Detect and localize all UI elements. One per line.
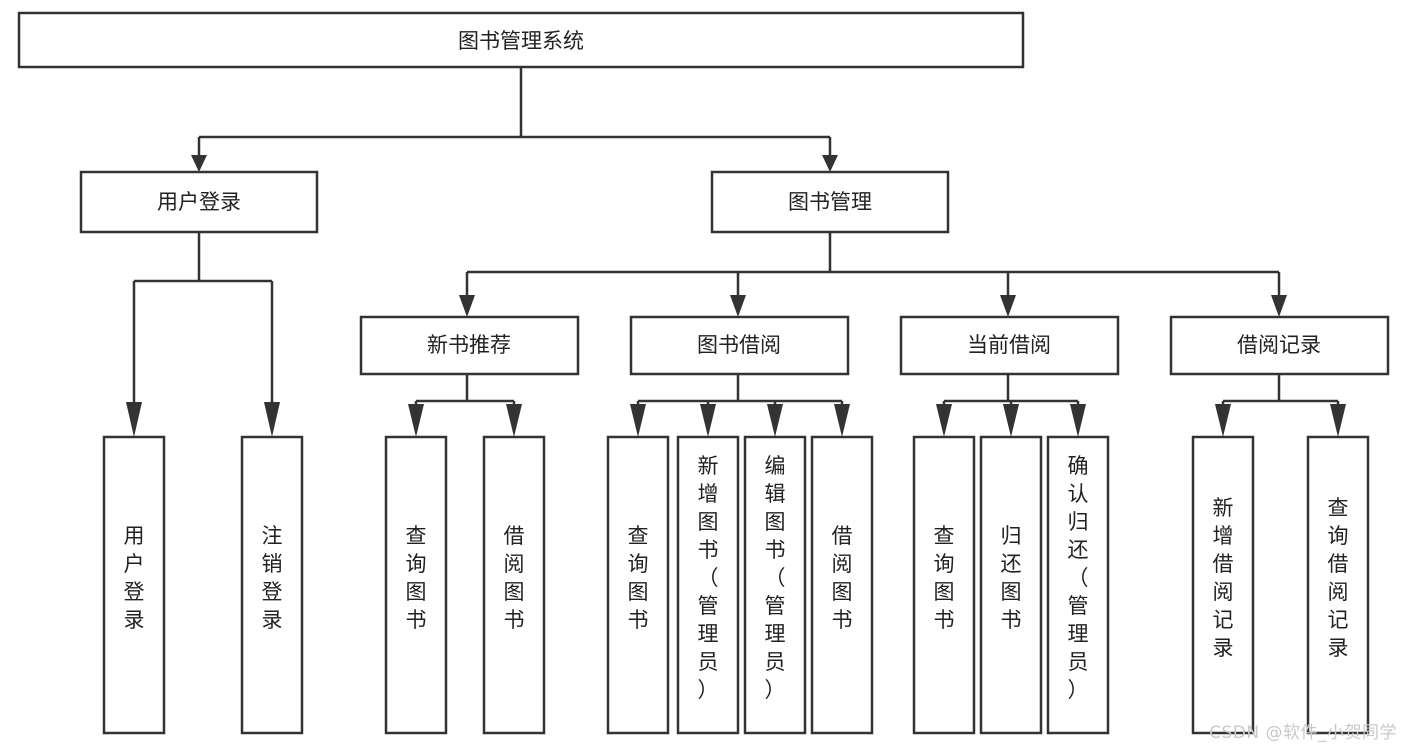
leaf-add-record-label: 新增借阅记录	[1213, 496, 1234, 660]
current-borrow-box[interactable]	[899, 315, 1120, 376]
book-borrow-box[interactable]	[629, 315, 850, 376]
arrow-current-borrow	[1000, 295, 1016, 317]
arrow-book-borrow	[730, 295, 746, 317]
node-leaf-query-book-1[interactable]: 查询图书	[384, 435, 448, 735]
leaf-user-login-label: 用户登录	[124, 524, 145, 632]
node-root[interactable]: 图书管理系统	[17, 11, 1025, 69]
leaf-borrow-book-2-box[interactable]	[810, 435, 874, 735]
leaf-query-book-2-label: 查询图书	[628, 524, 649, 632]
leaf-logout-login-label: 注销登录	[262, 524, 283, 632]
node-leaf-query-record[interactable]: 查询借阅记录	[1306, 435, 1370, 735]
node-leaf-borrow-book-1[interactable]: 借阅图书	[482, 435, 546, 735]
arrow-leaf-return-book	[1003, 404, 1019, 437]
node-current-borrow[interactable]: 当前借阅	[899, 315, 1120, 376]
arrow-borrow-record	[1271, 295, 1287, 317]
node-leaf-confirm-return[interactable]: 确认归还（管理员）	[1046, 435, 1110, 735]
leaf-add-book-box[interactable]	[676, 435, 740, 735]
node-leaf-user-login[interactable]: 用户登录	[102, 435, 166, 735]
new-book-recommend-box[interactable]	[359, 315, 580, 376]
arrow-leaf-query-book-2	[630, 404, 646, 437]
root-box[interactable]	[17, 11, 1025, 69]
leaf-borrow-book-1-label: 借阅图书	[504, 524, 525, 632]
arrow-leaf-logout-login	[264, 402, 280, 437]
leaf-return-book-box[interactable]	[979, 435, 1043, 735]
node-leaf-borrow-book-2[interactable]: 借阅图书	[810, 435, 874, 735]
leaf-query-book-1-box[interactable]	[384, 435, 448, 735]
node-user-login[interactable]: 用户登录	[79, 170, 319, 234]
node-leaf-add-book[interactable]: 新增图书（管理员）	[676, 435, 740, 735]
node-leaf-query-book-3[interactable]: 查询图书	[912, 435, 976, 735]
leaf-logout-login-box[interactable]	[240, 435, 304, 735]
arrow-new-book-recommend	[459, 295, 475, 317]
arrow-leaf-query-book-3	[936, 404, 952, 437]
new-book-recommend-label: 新书推荐	[427, 333, 511, 357]
borrow-record-box[interactable]	[1169, 315, 1390, 376]
leaf-edit-book-label: 编辑图书（管理员）	[765, 454, 786, 702]
node-new-book-recommend[interactable]: 新书推荐	[359, 315, 580, 376]
root-label: 图书管理系统	[458, 29, 584, 53]
node-leaf-query-book-2[interactable]: 查询图书	[606, 435, 670, 735]
arrow-to-user-login	[191, 155, 207, 172]
leaf-edit-book-box[interactable]	[743, 435, 807, 735]
arrow-leaf-borrow-book-2	[834, 404, 850, 437]
current-borrow-label: 当前借阅	[967, 333, 1051, 357]
arrow-leaf-user-login	[126, 402, 142, 437]
leaf-query-book-2-box[interactable]	[606, 435, 670, 735]
node-book-manage[interactable]: 图书管理	[710, 170, 950, 234]
leaf-query-book-3-label: 查询图书	[934, 524, 955, 632]
node-leaf-add-record[interactable]: 新增借阅记录	[1191, 435, 1255, 735]
arrow-leaf-edit-book	[767, 404, 783, 437]
node-leaf-edit-book[interactable]: 编辑图书（管理员）	[743, 435, 807, 735]
leaf-user-login-box[interactable]	[102, 435, 166, 735]
leaf-query-record-box[interactable]	[1306, 435, 1370, 735]
leaf-borrow-book-1-box[interactable]	[482, 435, 546, 735]
user-login-label: 用户登录	[157, 190, 241, 214]
user-login-box[interactable]	[79, 170, 319, 234]
leaf-borrow-book-2-label: 借阅图书	[832, 524, 853, 632]
leaf-confirm-return-box[interactable]	[1046, 435, 1110, 735]
book-manage-label: 图书管理	[788, 190, 872, 214]
leaf-confirm-return-label: 确认归还（管理员）	[1068, 454, 1089, 702]
leaf-add-book-label: 新增图书（管理员）	[698, 454, 719, 702]
arrow-leaf-add-record	[1215, 404, 1231, 437]
arrow-leaf-add-book	[700, 404, 716, 437]
arrow-leaf-borrow-book-1	[506, 404, 522, 437]
arrow-to-book-manage	[822, 155, 838, 172]
book-manage-box[interactable]	[710, 170, 950, 234]
leaf-return-book-label: 归还图书	[1001, 524, 1022, 632]
node-leaf-return-book[interactable]: 归还图书	[979, 435, 1043, 735]
arrow-leaf-confirm-return	[1070, 404, 1086, 437]
leaf-add-record-box[interactable]	[1191, 435, 1255, 735]
node-leaf-logout-login[interactable]: 注销登录	[240, 435, 304, 735]
arrow-leaf-query-book-1	[408, 404, 424, 437]
book-borrow-label: 图书借阅	[697, 333, 781, 357]
node-book-borrow[interactable]: 图书借阅	[629, 315, 850, 376]
arrow-leaf-query-record	[1330, 404, 1346, 437]
leaf-query-record-label: 查询借阅记录	[1328, 496, 1349, 660]
borrow-record-label: 借阅记录	[1237, 333, 1321, 357]
node-borrow-record[interactable]: 借阅记录	[1169, 315, 1390, 376]
edges-group	[126, 67, 1346, 437]
leaf-query-book-1-label: 查询图书	[406, 524, 427, 632]
leaf-query-book-3-box[interactable]	[912, 435, 976, 735]
